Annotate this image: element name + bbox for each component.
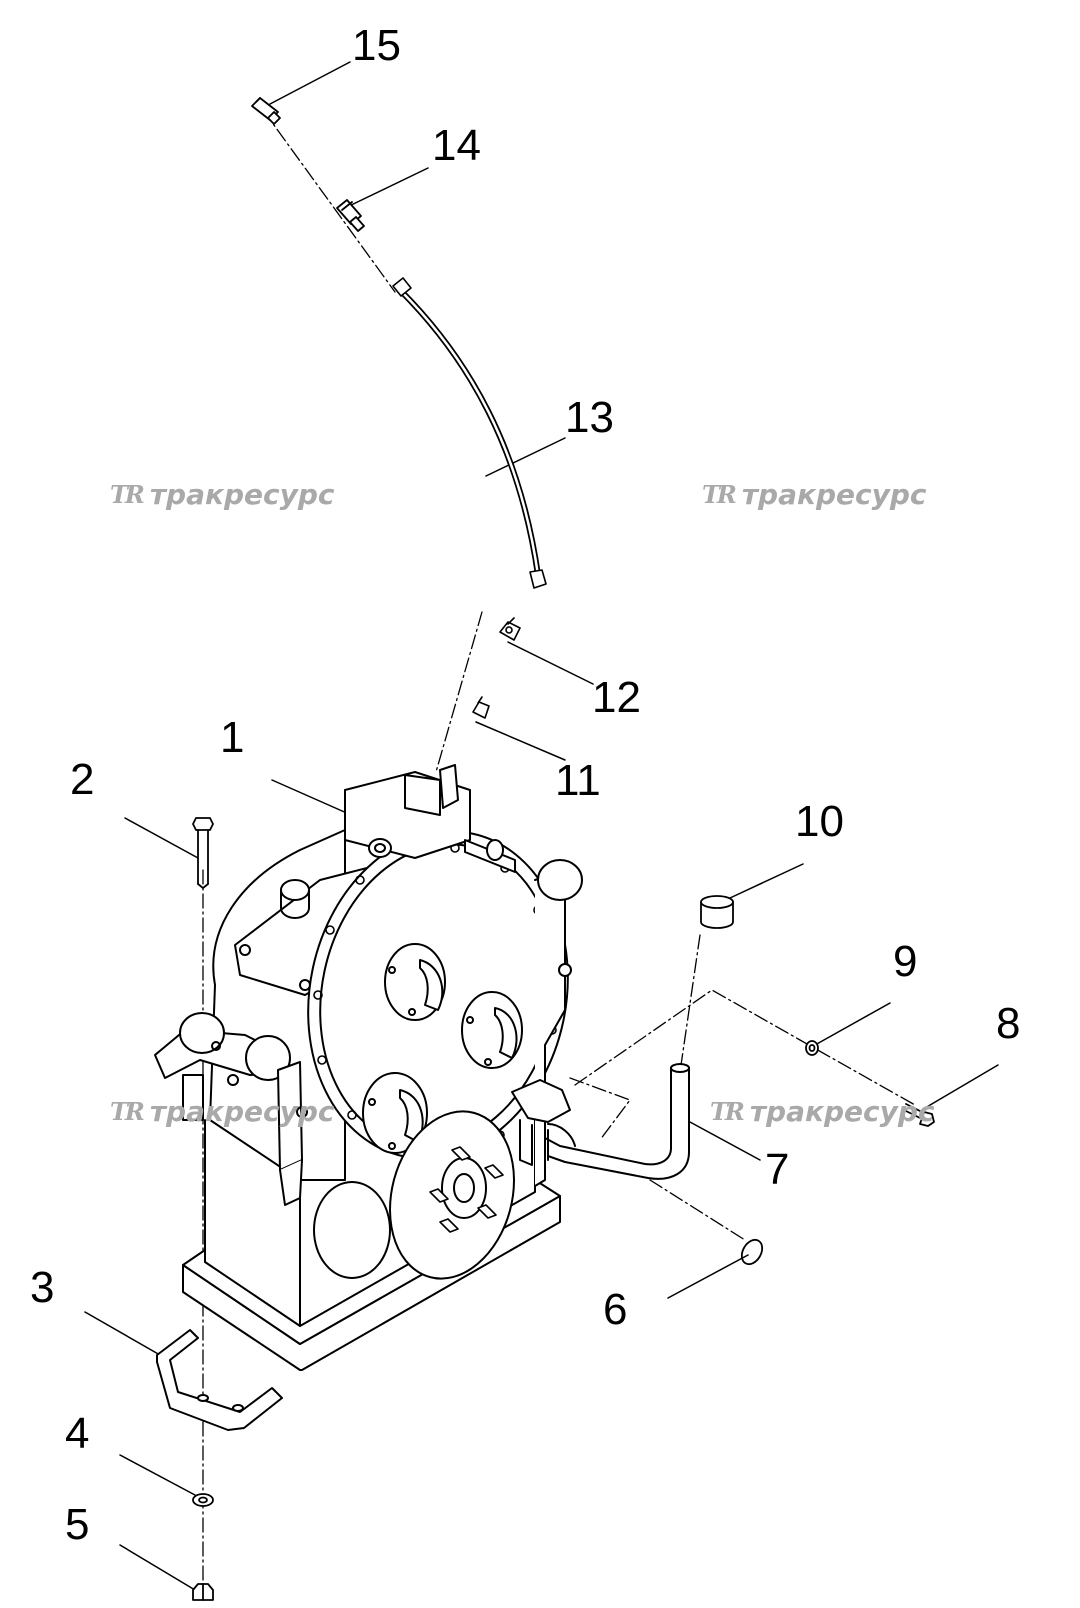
watermark-logo: TR [110, 480, 145, 509]
leader-lines [84, 61, 999, 1591]
watermark-text: тракресурс [149, 478, 335, 511]
part-15-fitting [251, 97, 281, 125]
watermark-bottom-right: TR тракресурс [710, 1095, 935, 1128]
part-2-bolt [192, 817, 214, 889]
part-6-o-ring [740, 1238, 764, 1266]
watermark-text: тракресурс [749, 1095, 935, 1128]
callout-10: 10 [795, 797, 844, 846]
callout-12: 12 [592, 673, 641, 722]
callout-14: 14 [432, 121, 481, 170]
callout-6: 6 [603, 1285, 628, 1334]
part-8-bolt [903, 1103, 935, 1127]
watermark-logo: TR [110, 1097, 145, 1126]
watermark-bottom-left: TR тракресурс [110, 1095, 335, 1128]
watermark-text: тракресурс [741, 478, 927, 511]
part-1-gearbox [154, 764, 583, 1371]
part-11-nipple [472, 696, 490, 719]
callout-4: 4 [65, 1409, 90, 1458]
watermark-logo: TR [702, 480, 737, 509]
bearing-caps [362, 943, 523, 1154]
part-4-washer [192, 1493, 214, 1507]
callout-7: 7 [765, 1145, 790, 1194]
watermark-top-left: TR тракресурс [110, 478, 335, 511]
part-5-nut [192, 1583, 214, 1601]
disc-studs [429, 1146, 504, 1233]
part-9-washer [805, 1040, 819, 1056]
part-7-lever [544, 1063, 690, 1180]
callout-13: 13 [565, 393, 614, 442]
callout-9: 9 [893, 937, 918, 986]
part-3-bracket [156, 1329, 283, 1431]
callout-3: 3 [30, 1263, 55, 1312]
part-12-tee [499, 617, 521, 641]
callout-8: 8 [996, 999, 1021, 1048]
part-14-adapter [336, 199, 365, 232]
watermark-text: тракресурс [149, 1095, 335, 1128]
watermark-logo: TR [710, 1097, 745, 1126]
callout-1: 1 [220, 713, 245, 762]
part-10-cap [700, 895, 734, 929]
part-13-hose [392, 277, 547, 589]
callout-15: 15 [352, 21, 401, 70]
callout-5: 5 [65, 1500, 90, 1549]
watermark-top-right: TR тракресурс [702, 478, 927, 511]
callout-11: 11 [555, 756, 601, 805]
callout-2: 2 [70, 755, 95, 804]
assembly-axis-lines [202, 109, 916, 1593]
